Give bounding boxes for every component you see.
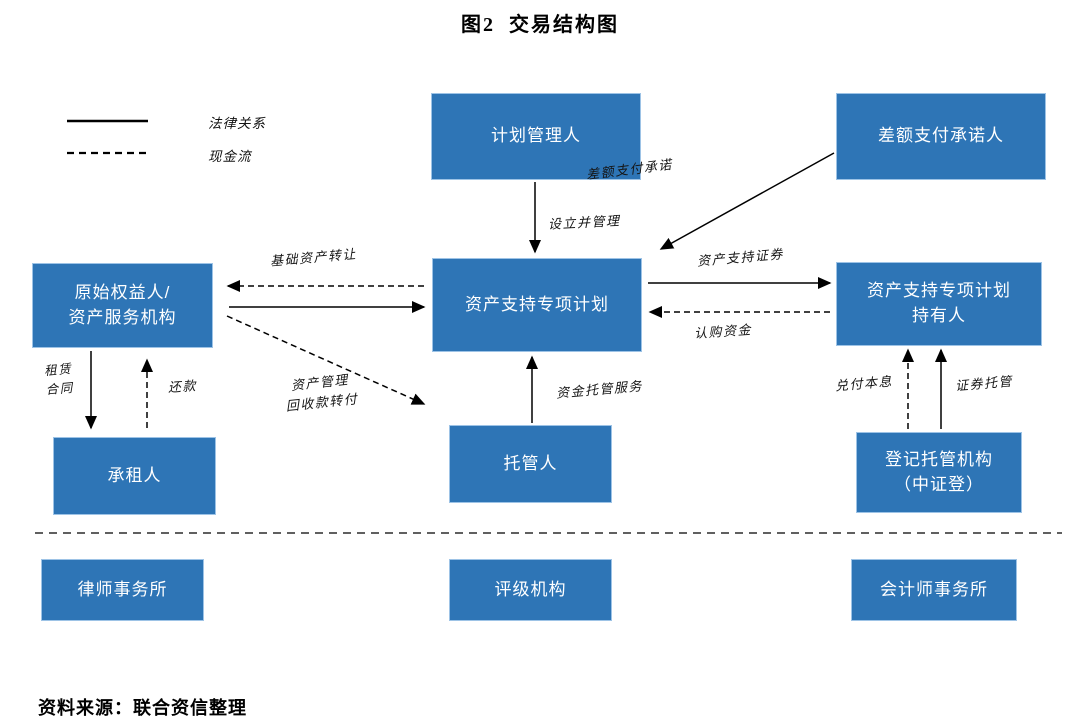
node-difference-payment-promisor: 差额支付承诺人	[836, 93, 1046, 180]
data-source-note: 资料来源：联合资信整理	[38, 698, 247, 718]
edge-label-setup-manage: 设立并管理	[547, 213, 621, 232]
edge-label-subscription-funds: 认购资金	[693, 321, 753, 342]
node-accounting-firm: 会计师事务所	[851, 559, 1017, 621]
node-lessee: 承租人	[53, 437, 216, 515]
legend-label-legal-relation: 法律关系	[208, 116, 266, 131]
figure-title: 图2 交易结构图	[461, 14, 619, 36]
node-originator-asset-servicer: 原始权益人/ 资产服务机构	[32, 263, 213, 348]
node-law-firm: 律师事务所	[41, 559, 204, 621]
node-custodian: 托管人	[449, 425, 612, 503]
node-abs-plan-holders: 资产支持专项计划 持有人	[836, 262, 1042, 346]
edge-label-repayment: 还款	[167, 378, 198, 395]
node-plan-manager: 计划管理人	[431, 93, 641, 180]
edge-asset-mgmt-transfer	[226, 315, 426, 405]
node-registrar-csdc: 登记托管机构 （中证登）	[856, 432, 1022, 513]
legend-label-cash-flow: 现金流	[208, 149, 252, 164]
node-rating-agency: 评级机构	[449, 559, 612, 621]
edge-label-lease-contract: 租赁 合同	[43, 361, 75, 398]
edge-difference-promise	[659, 152, 835, 250]
node-abs-special-plan: 资产支持专项计划	[432, 258, 642, 352]
